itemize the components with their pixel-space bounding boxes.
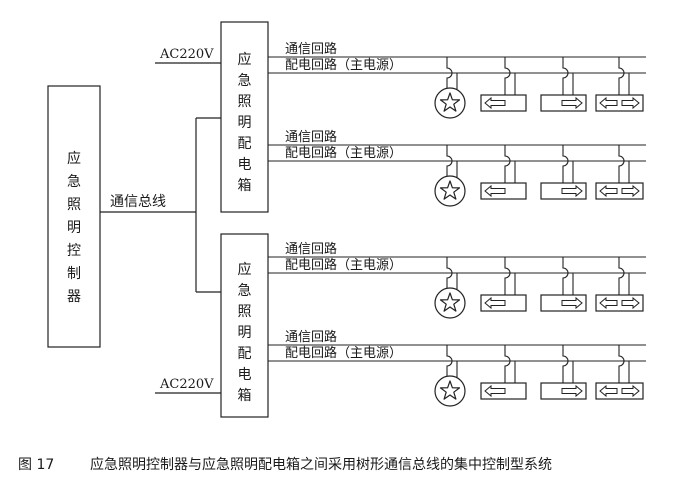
power-circuit-label: 配电回路（主电源）: [285, 345, 402, 361]
power-label-top: AC220V: [159, 47, 214, 62]
arrow-right-icon: [540, 382, 587, 400]
star-icon: [434, 287, 466, 319]
distribution-box-label-char: 急: [238, 73, 252, 89]
arrow-both-icon: [595, 382, 644, 400]
controller-label-char: 制: [67, 266, 81, 282]
distribution-box-label-char: 箱: [238, 178, 252, 194]
comm-drop-wire: [562, 57, 569, 95]
comm-circuit-label: 通信回路: [285, 329, 337, 345]
caption-number: 图 17: [18, 457, 54, 473]
arrow-right-icon: [540, 182, 587, 200]
distribution-box-label-char: 电: [238, 367, 252, 383]
distribution-box-label-char: 箱: [238, 388, 252, 404]
comm-drop-wire: [562, 145, 569, 183]
arrow-both-icon: [595, 182, 644, 200]
distribution-box-label-char: 急: [238, 283, 252, 299]
caption-text: 应急照明控制器与应急照明配电箱之间采用树形通信总线的集中控制型系统: [90, 456, 552, 473]
comm-drop-wire: [562, 345, 569, 383]
bus-label: 通信总线: [110, 194, 166, 210]
distribution-box-label-char: 应: [238, 261, 252, 278]
arrow-left-icon: [480, 294, 527, 312]
arrow-right-icon: [540, 94, 587, 112]
arrow-both-icon: [595, 94, 644, 112]
comm-circuit-label: 通信回路: [285, 241, 337, 257]
distribution-box-label-char: 明: [238, 325, 252, 341]
comm-drop-wire: [562, 257, 569, 295]
comm-drop-wire: [504, 345, 511, 383]
distribution-box-label-char: 照: [238, 94, 252, 110]
arrow-left-icon: [480, 182, 527, 200]
controller-label-char: 控: [67, 243, 81, 259]
power-circuit-label: 配电回路（主电源）: [285, 257, 402, 273]
distribution-box-label-char: 明: [238, 115, 252, 131]
comm-drop-wire: [618, 57, 625, 95]
distribution-box-label-char: 配: [238, 346, 252, 362]
distribution-box-2: 应急照明配电箱: [220, 233, 269, 418]
bus-trunk: [100, 117, 221, 293]
comm-drop-wire: [446, 57, 453, 88]
distribution-box-label-char: 照: [238, 304, 252, 320]
power-circuit-label: 配电回路（主电源）: [285, 145, 402, 161]
comm-drop-wire: [618, 145, 625, 183]
distribution-box-label-char: 应: [238, 51, 252, 68]
distribution-box-label-char: 配: [238, 136, 252, 152]
controller-label-char: 照: [67, 197, 81, 213]
comm-drop-wire: [618, 345, 625, 383]
comm-drop-wire: [446, 145, 453, 176]
comm-drop-wire: [504, 257, 511, 295]
comm-drop-wire: [446, 345, 453, 376]
star-icon: [434, 175, 466, 207]
controller: 应急照明控制器: [47, 85, 101, 348]
arrow-left-icon: [480, 94, 527, 112]
distribution-box-label-char: 电: [238, 157, 252, 173]
arrow-both-icon: [595, 294, 644, 312]
power-label-bottom: AC220V: [159, 377, 214, 392]
arrow-right-icon: [540, 294, 587, 312]
comm-drop-wire: [618, 257, 625, 295]
controller-label-char: 急: [67, 174, 81, 190]
comm-drop-wire: [446, 257, 453, 288]
controller-label-char: 应: [67, 150, 81, 167]
power-circuit-label: 配电回路（主电源）: [285, 57, 402, 73]
comm-drop-wire: [504, 57, 511, 95]
distribution-box-1: 应急照明配电箱: [220, 21, 269, 213]
star-icon: [434, 375, 466, 407]
controller-label-char: 器: [67, 289, 81, 305]
comm-drop-wire: [504, 145, 511, 183]
comm-circuit-label: 通信回路: [285, 129, 337, 145]
controller-label-char: 明: [67, 220, 81, 236]
star-icon: [434, 87, 466, 119]
comm-circuit-label: 通信回路: [285, 41, 337, 57]
arrow-left-icon: [480, 382, 527, 400]
